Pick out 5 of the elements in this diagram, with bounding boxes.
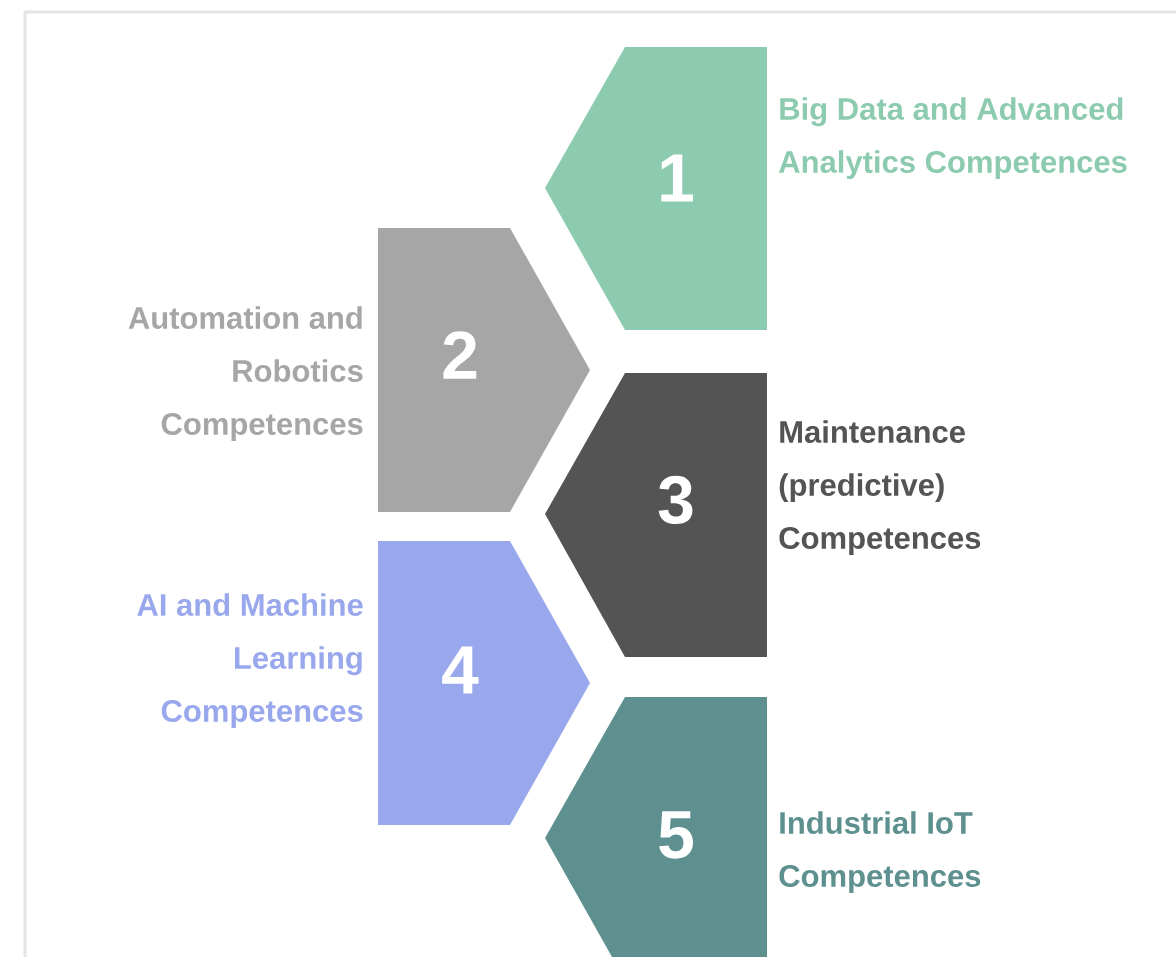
step-label: Industrial IoT Competences (779, 811, 981, 894)
step-label: Automation and Robotics Competences (128, 306, 363, 442)
step-label: Big Data and Advanced Analytics Competences (778, 97, 1127, 180)
step-label: AI and Machine Learning Competences (137, 593, 363, 729)
step-label: Maintenance (predictive) Competences (779, 420, 981, 556)
